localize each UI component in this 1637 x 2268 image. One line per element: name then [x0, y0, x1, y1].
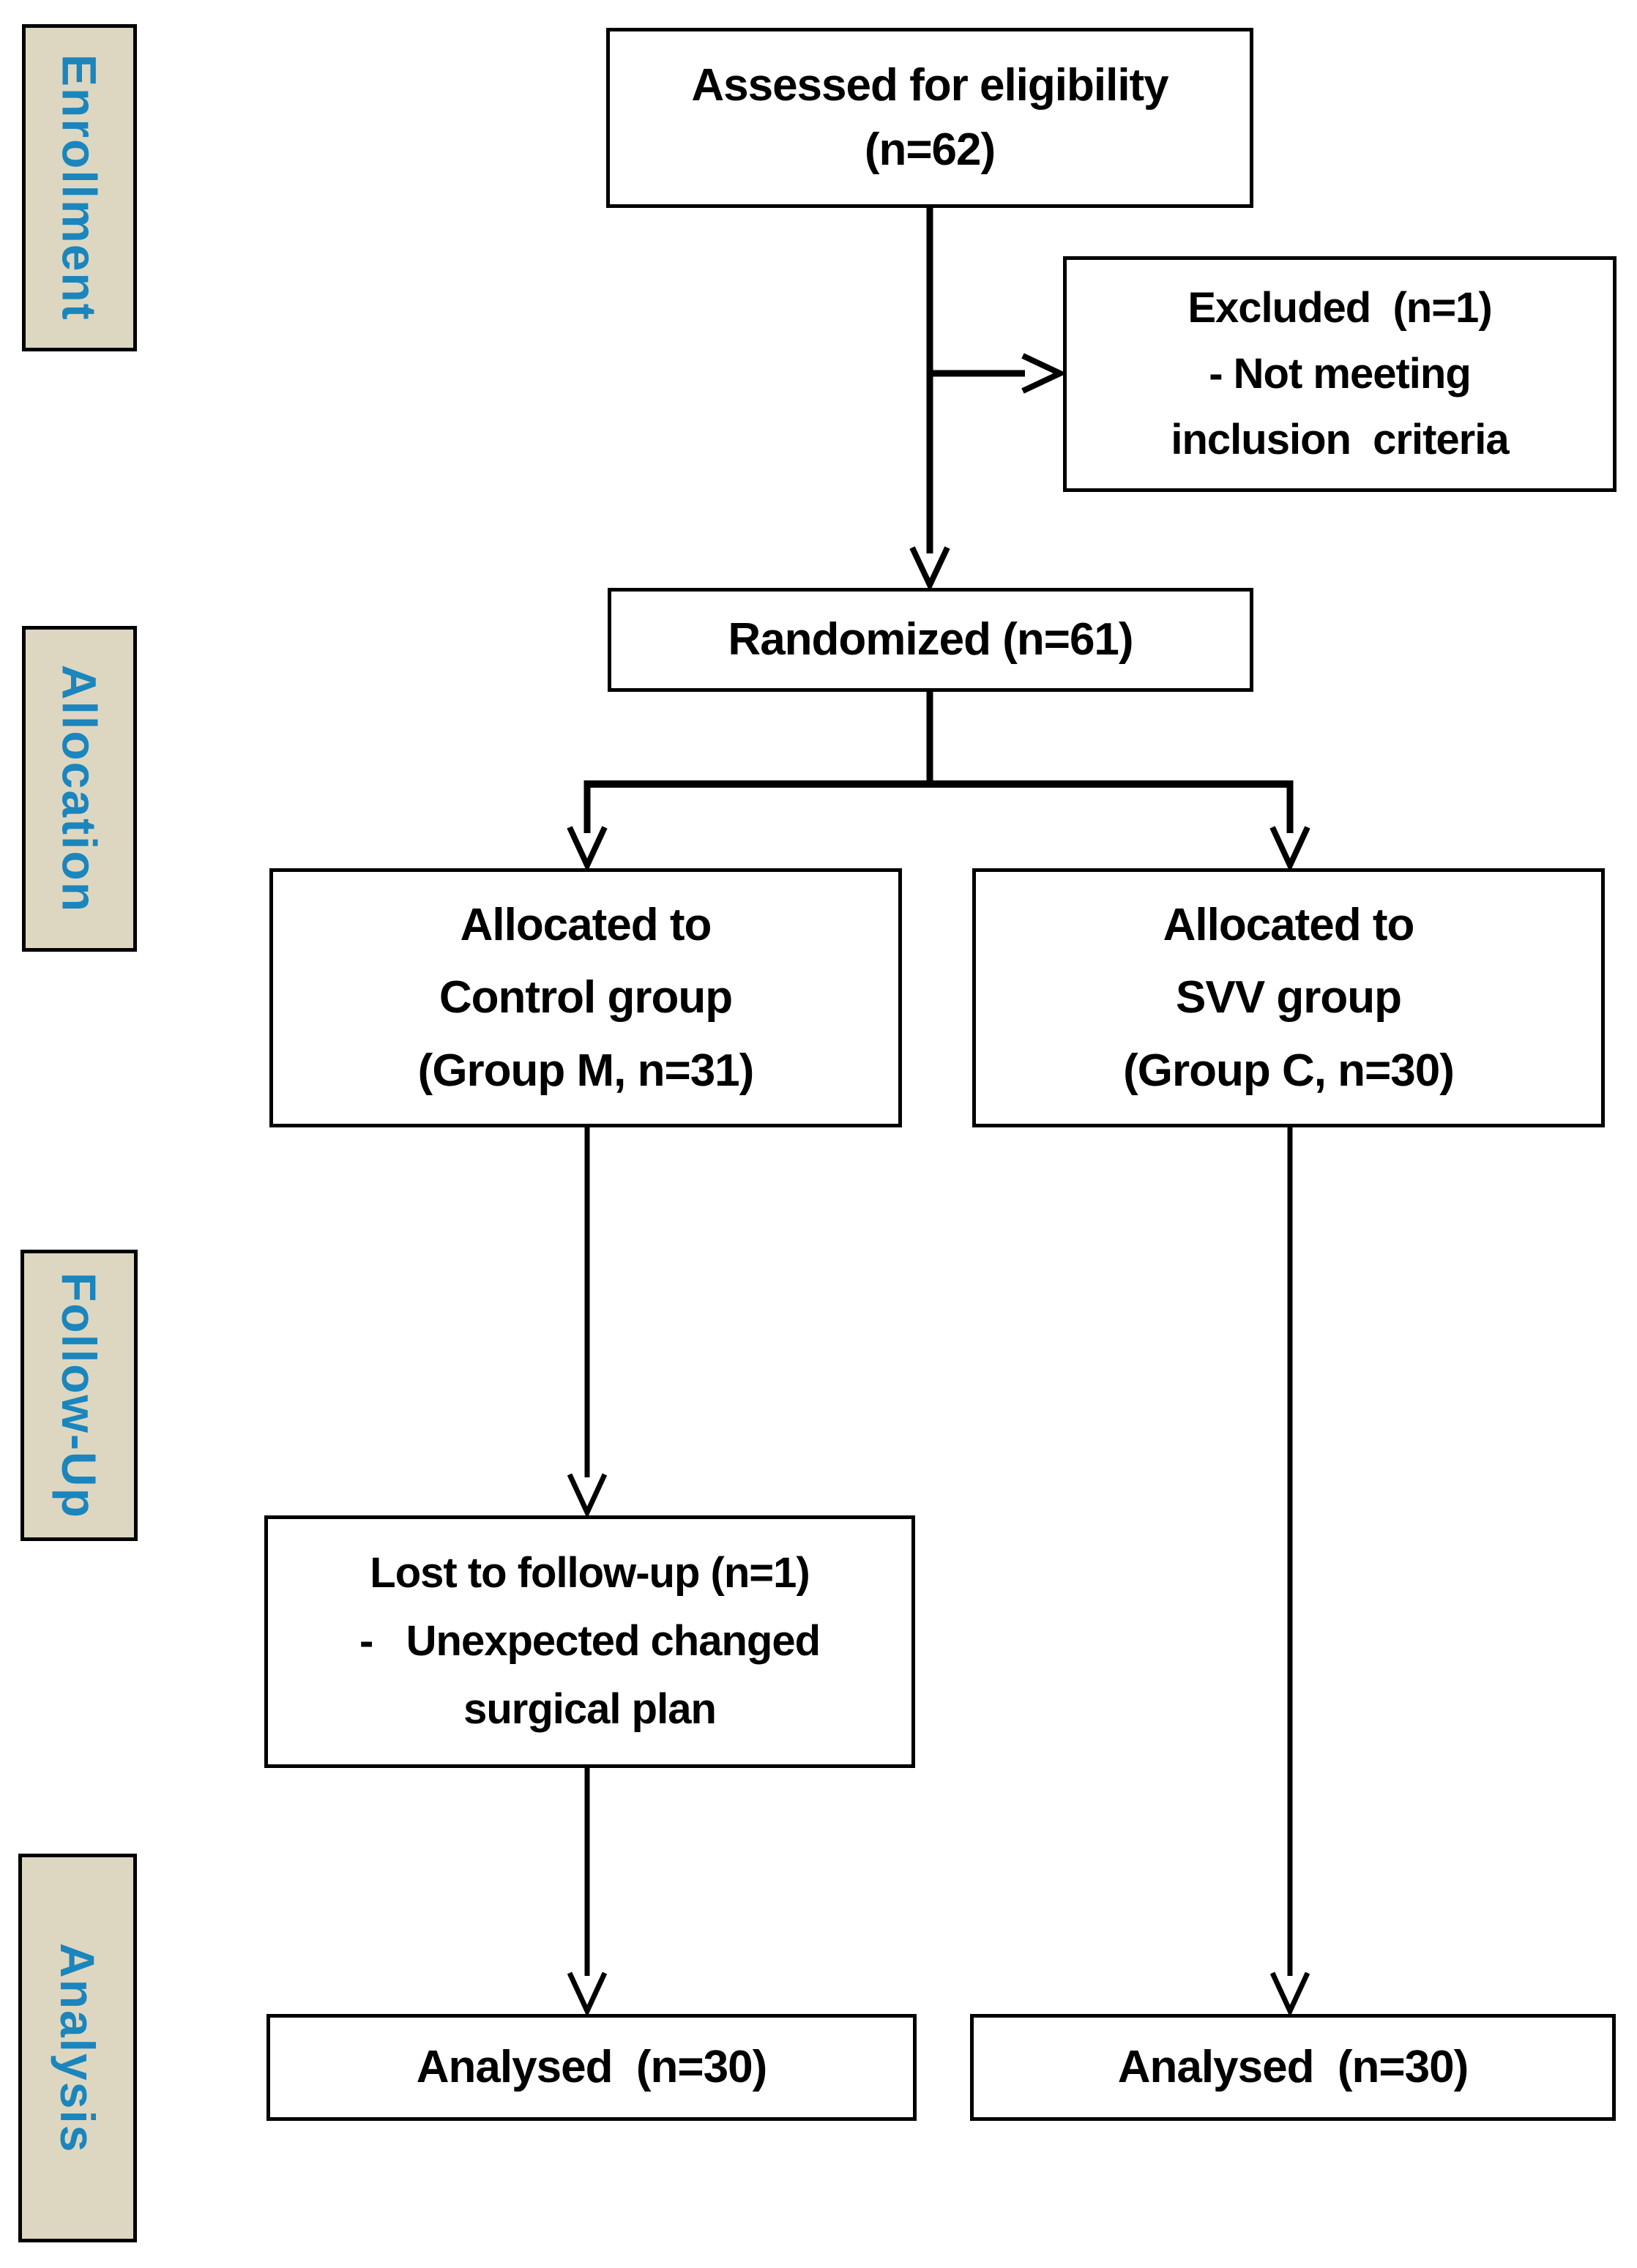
box-text-line: Control group	[439, 972, 733, 1023]
box-randomized: Randomized (n=61)	[608, 588, 1253, 692]
stage-label-follow-up: Follow-Up	[20, 1250, 138, 1541]
box-text-line: Excluded (n=1)	[1187, 284, 1492, 332]
box-text-line: inclusion criteria	[1171, 415, 1509, 463]
box-text-line: (Group M, n=31)	[417, 1045, 755, 1096]
stage-label-text: Allocation	[52, 664, 107, 913]
box-analysed-svv: Analysed (n=30)	[970, 2014, 1616, 2121]
box-text-line: (Group C, n=30)	[1123, 1045, 1455, 1096]
box-assessed-for-eligibility: Assessed for eligibility (n=62)	[606, 28, 1253, 208]
stage-label-allocation: Allocation	[22, 626, 137, 952]
stage-label-analysis: Analysis	[18, 1854, 137, 2242]
box-text-line: SVV group	[1176, 972, 1402, 1023]
box-text-line: Allocated to	[460, 900, 712, 951]
box-lost-to-follow-up: Lost to follow-up (n=1) - Unexpected cha…	[264, 1515, 915, 1768]
box-text-line: Analysed (n=30)	[416, 2041, 767, 2092]
box-excluded: Excluded (n=1) - Not meeting inclusion c…	[1063, 256, 1617, 492]
arrowhead-into-allocated-control	[567, 826, 608, 873]
arrowhead-into-analysed-svv	[1269, 1972, 1310, 2018]
box-text-line: (n=62)	[864, 124, 996, 175]
box-text-line: Allocated to	[1163, 900, 1415, 951]
stage-label-text: Analysis	[51, 1942, 105, 2154]
box-text-line: Lost to follow-up (n=1)	[370, 1549, 810, 1597]
box-text-line: Randomized (n=61)	[728, 613, 1133, 665]
box-text-line: - Not meeting	[1209, 350, 1472, 398]
box-analysed-control: Analysed (n=30)	[266, 2014, 917, 2121]
stage-label-text: Follow-Up	[52, 1272, 106, 1519]
arrowhead-into-lost	[567, 1473, 608, 1519]
arrowhead-into-analysed-control	[567, 1972, 608, 2018]
box-text-line: Assessed for eligibility	[691, 59, 1168, 111]
box-text-line: - Unexpected changed	[359, 1617, 821, 1665]
box-allocated-svv-group: Allocated to SVV group (Group C, n=30)	[972, 868, 1605, 1127]
box-text-line: surgical plan	[463, 1685, 717, 1733]
stage-label-text: Enrollment	[52, 54, 107, 321]
arrowhead-into-randomized	[909, 546, 950, 592]
box-text-line: Analysed (n=30)	[1117, 2041, 1469, 2092]
arrowhead-into-excluded	[1021, 353, 1067, 394]
box-allocated-control-group: Allocated to Control group (Group M, n=3…	[269, 868, 902, 1127]
stage-label-enrollment: Enrollment	[22, 24, 137, 351]
arrowhead-into-allocated-svv	[1269, 826, 1310, 873]
